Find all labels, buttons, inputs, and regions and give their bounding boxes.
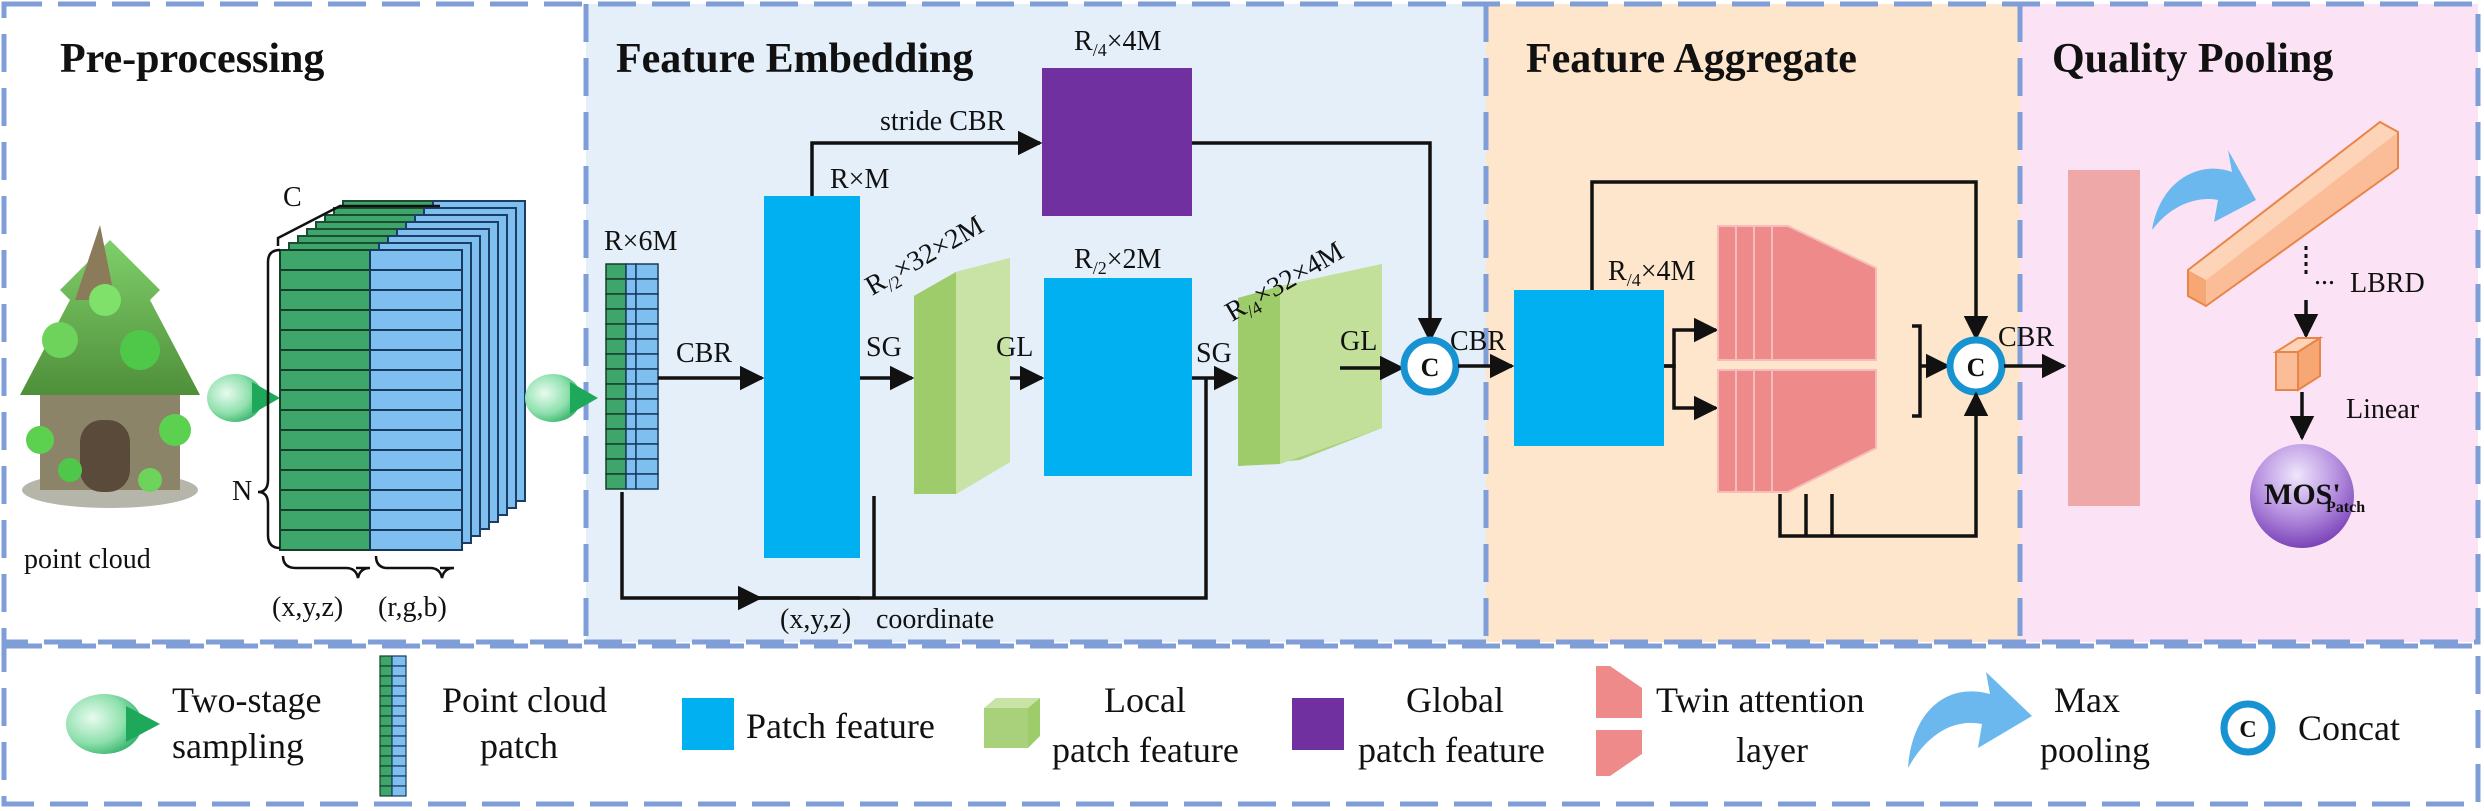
stride-cbr-label: stride CBR [880, 106, 1006, 137]
legend-max-pooling-icon [1908, 672, 2032, 768]
legend-twin-2: layer [1736, 730, 1808, 770]
legend-global-1: Global [1406, 680, 1504, 720]
local-feature-block-2 [1238, 264, 1382, 466]
svg-text:Patch: Patch [2326, 499, 2365, 516]
rm-label: R×M [830, 164, 889, 195]
max-pooling-arrow [2152, 150, 2256, 230]
legend-max-2: pooling [2040, 730, 2150, 770]
twin-attention-layers [1717, 225, 1877, 493]
r6m-label: R×6M [604, 226, 677, 257]
cbr-label-3: CBR [1998, 322, 2054, 353]
aggregate-patch-feature [1514, 290, 1664, 446]
lbrd-bar [2187, 120, 2399, 308]
legend-patch-feature: Patch feature [746, 706, 935, 746]
patch-feature-r2-2m [1044, 278, 1192, 476]
legend-global-2: patch feature [1358, 730, 1545, 770]
xyz-coordinate-label: (x,y,z) [780, 604, 851, 635]
patch-feature-rm [764, 196, 860, 558]
cbr-label-1: CBR [676, 338, 732, 369]
r4-4m-top-label: R/4×4M [1074, 26, 1161, 60]
point-cloud-house-image [20, 225, 200, 508]
svg-text:MOS': MOS' [2264, 478, 2341, 511]
linear-cube [2272, 336, 2324, 392]
svg-text:C: C [1421, 353, 1440, 382]
local-feature-block-1 [914, 258, 1010, 494]
legend-global-feature-icon [1292, 698, 1344, 750]
gl-label-1: GL [996, 332, 1033, 363]
point-cloud-patch-column [605, 263, 659, 490]
global-feature-block [1042, 68, 1192, 216]
legend-local-1: Local [1104, 680, 1186, 720]
legend-concat: Concat [2298, 708, 2400, 748]
lbrd-label: LBRD [2350, 268, 2425, 299]
point-cloud-label: point cloud [24, 544, 151, 575]
r4-4m-agg-label: R/4×4M [1608, 256, 1695, 290]
xyz-label: (x,y,z) [272, 592, 343, 623]
concat-node-1: C [1400, 336, 1460, 396]
sg-label-1: SG [866, 332, 902, 363]
dim-n-label: N [232, 476, 252, 507]
legend-twin-attention-icon [1596, 666, 1642, 776]
legend-local-feature-icon [984, 698, 1040, 748]
concat-node-2: C [1946, 336, 2006, 396]
sg-label-2: SG [1196, 338, 1232, 369]
rgb-label: (r,g,b) [378, 592, 447, 623]
gl-label-2: GL [1340, 326, 1377, 357]
legend-point-cloud-patch-icon [379, 655, 407, 797]
legend-pc-patch-1: Point cloud [442, 680, 607, 720]
legend-two-stage-1: Two-stage [172, 680, 321, 720]
title-aggregate: Feature Aggregate [1526, 36, 1857, 82]
legend-twin-1: Twin attention [1656, 680, 1864, 720]
sampling-icon-1 [207, 374, 280, 422]
linear-label: Linear [2346, 394, 2420, 425]
legend-local-2: patch feature [1052, 730, 1239, 770]
r2-2m-label: R/2×2M [1074, 244, 1161, 278]
svg-text:C: C [2239, 717, 2256, 743]
title-preprocessing: Pre-processing [60, 36, 324, 82]
coordinate-label: coordinate [876, 604, 994, 635]
legend-two-stage-sampling-icon [66, 694, 160, 754]
pooling-feature-bar [2068, 170, 2140, 506]
dots-label: ... [2314, 260, 2335, 291]
title-pooling: Quality Pooling [2052, 36, 2333, 82]
sampling-icon-2 [525, 374, 598, 422]
legend-two-stage-2: sampling [172, 726, 304, 766]
svg-text:C: C [1967, 353, 1986, 382]
point-cloud-patch-stack [279, 200, 526, 551]
mos-output-node: MOS' Patch [2250, 444, 2365, 548]
cbr-label-2: CBR [1450, 326, 1506, 357]
legend-patch-feature-icon [682, 698, 734, 750]
legend-concat-icon: C [2220, 700, 2276, 756]
title-embedding: Feature Embedding [616, 36, 973, 82]
legend-pc-patch-2: patch [480, 726, 558, 766]
dim-c-label: C [283, 182, 302, 213]
legend-max-1: Max [2054, 680, 2120, 720]
